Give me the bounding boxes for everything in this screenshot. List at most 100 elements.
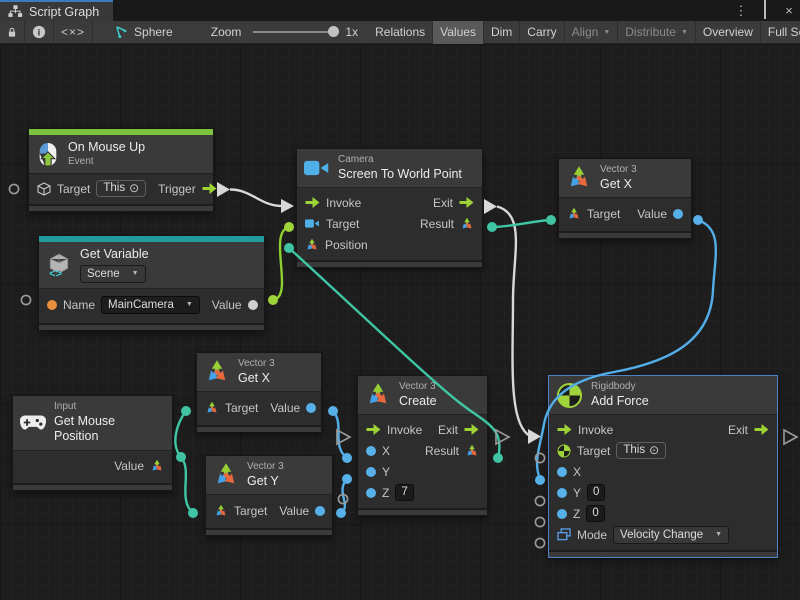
target-label: Target xyxy=(225,401,259,416)
node-footer xyxy=(549,550,777,558)
value-output-port[interactable] xyxy=(247,300,258,311)
y-value-field[interactable]: 0 xyxy=(587,484,606,502)
toolbar-button-relations[interactable]: Relations xyxy=(368,20,434,44)
zoom-slider[interactable] xyxy=(253,26,340,37)
inspect-button[interactable]: i xyxy=(25,20,54,44)
node-title: Get Variable xyxy=(80,247,149,261)
object-picker-icon[interactable]: ⊙ xyxy=(649,443,660,458)
node-category: Rigidbody xyxy=(591,381,636,392)
z-input-port[interactable] xyxy=(366,487,376,498)
y-label: Y xyxy=(382,464,391,479)
flow-arrow-icon xyxy=(557,424,572,436)
flow-arrow-icon xyxy=(305,197,320,209)
code-view-button[interactable]: <×> xyxy=(54,20,94,44)
toolbar-button-overview[interactable]: Overview xyxy=(696,20,761,44)
x-input-port[interactable] xyxy=(366,445,376,456)
node-footer xyxy=(29,204,213,212)
vector3-icon xyxy=(570,166,588,187)
toolbar-button-fullscreen[interactable]: Full Screen xyxy=(767,25,800,39)
flow-arrow-icon xyxy=(464,424,479,436)
z-value-field[interactable]: 7 xyxy=(395,484,414,502)
value-label: Value xyxy=(114,459,144,474)
target-self-button[interactable]: This ⊙ xyxy=(616,442,667,460)
value-output-port[interactable] xyxy=(673,209,683,220)
value-output-port[interactable] xyxy=(306,403,317,414)
z-label: Z xyxy=(382,485,390,500)
exit-label: Exit xyxy=(727,422,748,437)
trigger-label: Trigger xyxy=(158,181,196,196)
node-subtitle: Event xyxy=(68,155,94,167)
close-icon[interactable]: × xyxy=(785,3,793,18)
node-header: On Mouse Up Event xyxy=(29,135,213,175)
name-label: Name xyxy=(63,298,96,313)
graph-context[interactable]: Sphere xyxy=(115,25,173,39)
zoom-slider-handle[interactable] xyxy=(328,26,340,37)
node-title: Get Mouse Position xyxy=(53,413,116,444)
rigidbody-icon xyxy=(556,382,583,408)
code-icon: <×> xyxy=(61,25,86,39)
node-footer xyxy=(13,482,172,490)
info-icon: i xyxy=(32,25,46,39)
force-mode-dropdown[interactable]: Velocity Change ▼ xyxy=(613,525,730,544)
gameobject-cube-icon xyxy=(37,182,51,196)
node-get-x-mid[interactable]: Vector 3 Get X Target Value xyxy=(196,352,322,434)
node-footer xyxy=(39,322,264,330)
z-input-port[interactable] xyxy=(557,508,567,519)
value-label: Value xyxy=(270,401,301,416)
zoom-control: Zoom 1x xyxy=(211,25,358,39)
force-mode-icon xyxy=(557,528,571,541)
node-header: Rigidbody Add Force xyxy=(549,376,777,416)
lock-button[interactable] xyxy=(0,20,25,44)
node-category: Vector 3 xyxy=(399,381,436,392)
vector3-icon xyxy=(369,383,387,404)
tab-script-graph[interactable]: Script Graph xyxy=(0,0,114,21)
vector3-icon xyxy=(307,238,317,250)
y-input-port[interactable] xyxy=(557,487,567,498)
node-title: Add Force xyxy=(591,393,649,408)
vector3-icon xyxy=(216,504,226,516)
string-port[interactable] xyxy=(47,300,57,311)
maximize-icon[interactable] xyxy=(758,0,772,19)
toolbar-button-carry[interactable]: Carry xyxy=(520,20,565,44)
node-create-vector3[interactable]: Vector 3 Create Invoke Exit X Result Y xyxy=(357,375,488,517)
node-title: Get X xyxy=(238,370,270,385)
node-title: Get X xyxy=(600,176,632,191)
node-screen-to-world-point[interactable]: Camera Screen To World Point Invoke Exit… xyxy=(296,148,483,269)
object-picker-icon[interactable]: ⊙ xyxy=(129,181,140,196)
graph-icon xyxy=(8,5,23,17)
node-get-x-top[interactable]: Vector 3 Get X Target Value xyxy=(558,158,692,240)
toolbar-button-dim[interactable]: Dim xyxy=(484,20,521,44)
node-on-mouse-up[interactable]: On Mouse Up Event Target This ⊙ Trigger xyxy=(28,128,217,213)
variable-scope-dropdown[interactable]: Scene ▼ xyxy=(80,264,146,283)
node-get-mouse-position[interactable]: Input Get Mouse Position Value xyxy=(12,395,173,491)
value-output-port[interactable] xyxy=(315,506,326,517)
node-get-y[interactable]: Vector 3 Get Y Target Value xyxy=(205,455,333,537)
kebab-menu-icon[interactable]: ⋮ xyxy=(734,2,748,18)
z-value-field[interactable]: 0 xyxy=(586,505,605,523)
target-label: Target xyxy=(234,504,268,519)
y-input-port[interactable] xyxy=(366,466,376,477)
node-footer xyxy=(206,528,332,536)
x-input-port[interactable] xyxy=(557,466,567,477)
target-label: Target xyxy=(326,216,360,231)
flow-arrow-icon xyxy=(202,183,217,195)
node-category: Input xyxy=(53,401,77,412)
target-self-button[interactable]: This ⊙ xyxy=(96,180,147,198)
vector3-icon xyxy=(152,459,162,471)
node-category: Vector 3 xyxy=(238,358,275,369)
node-add-force[interactable]: Rigidbody Add Force Invoke Exit Target T… xyxy=(548,375,778,559)
chevron-down-icon: ▼ xyxy=(185,301,193,309)
node-get-variable[interactable]: <> Get Variable Scene ▼ Name MainCamera … xyxy=(38,235,265,331)
toolbar-button-align[interactable]: Align▼ xyxy=(565,20,619,44)
event-color-bar xyxy=(29,129,213,135)
node-title: On Mouse Up xyxy=(68,140,146,154)
toolbar-button-values[interactable]: Values xyxy=(433,20,484,44)
toolbar-button-distribute[interactable]: Distribute▼ xyxy=(618,20,696,44)
invoke-label: Invoke xyxy=(326,195,362,210)
gamepad-icon xyxy=(20,415,46,430)
camera-icon xyxy=(304,160,329,176)
variable-name-dropdown[interactable]: MainCamera ▼ xyxy=(101,296,200,315)
node-footer xyxy=(297,260,482,268)
y-label: Y xyxy=(573,485,582,500)
exit-label: Exit xyxy=(437,422,458,437)
